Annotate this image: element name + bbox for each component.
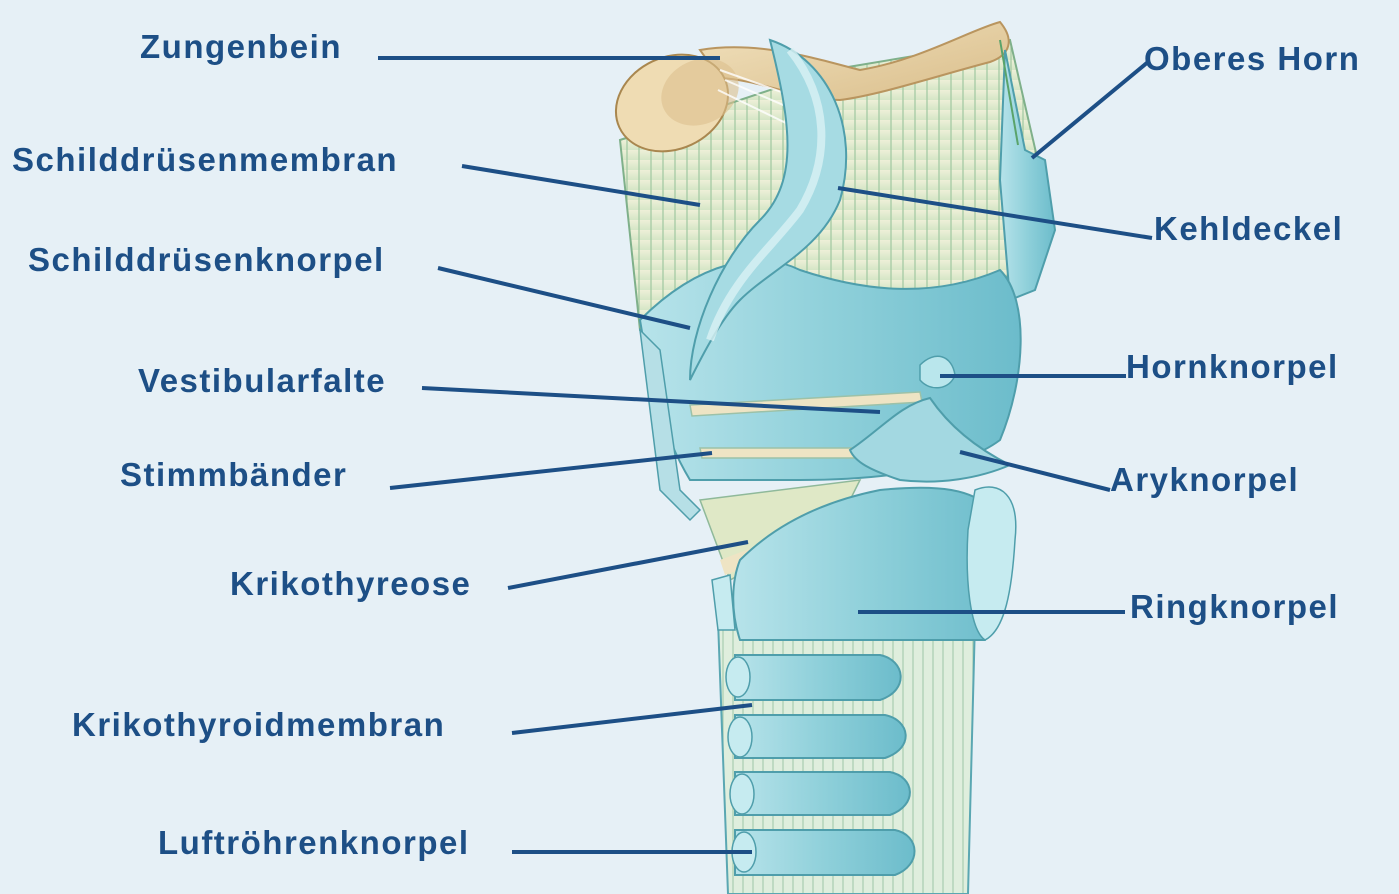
leader-krikothyroidmembran [512, 705, 752, 733]
label-krikothyroidmembran: Krikothyroidmembran [72, 708, 445, 741]
label-oberes-horn: Oberes Horn [1144, 42, 1360, 75]
label-hornknorpel: Hornknorpel [1126, 350, 1339, 383]
label-luftroehrenknorpel: Luftröhrenknorpel [158, 826, 470, 859]
label-kehldeckel: Kehldeckel [1154, 212, 1343, 245]
label-aryknorpel: Aryknorpel [1110, 463, 1299, 496]
leader-oberes-horn [1032, 62, 1148, 158]
label-zungenbein: Zungenbein [140, 30, 342, 63]
label-vestibularfalte: Vestibularfalte [138, 364, 386, 397]
superior-horn [1000, 40, 1055, 300]
label-stimmbaender: Stimmbänder [120, 458, 347, 491]
label-ringknorpel: Ringknorpel [1130, 590, 1339, 623]
label-schilddruesenknorpel: Schilddrüsenknorpel [28, 243, 385, 276]
thyroid-cartilage [640, 261, 1021, 520]
label-krikothyreose: Krikothyreose [230, 567, 471, 600]
label-schilddruesenmembran: Schilddrüsenmembran [12, 143, 398, 176]
